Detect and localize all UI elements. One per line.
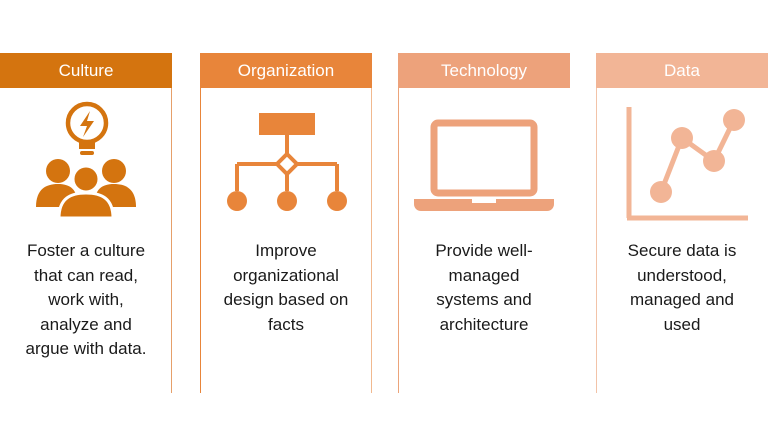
team-lightbulb-icon	[36, 101, 136, 220]
pillar-technology: Technology Provide well- managed systems…	[398, 53, 570, 393]
pillar-title: Technology	[398, 53, 570, 88]
pillar-title: Data	[596, 53, 768, 88]
org-chart-icon	[227, 113, 347, 211]
pillar-border	[200, 88, 372, 393]
pillar-description: Improve organizational design based on f…	[223, 241, 349, 334]
pillar-border	[398, 88, 570, 393]
pillar-description: Provide well- managed systems and archit…	[435, 241, 533, 334]
line-chart-icon	[626, 107, 748, 221]
pillar-border	[596, 88, 768, 393]
laptop-icon	[414, 119, 554, 211]
pillar-title: Organization	[200, 53, 372, 88]
pillar-description: Secure data is understood, managed and u…	[627, 241, 737, 334]
pillar-culture: Culture Foster a culture that can read, …	[0, 53, 172, 393]
pillar-data: Data Secure data is understood, managed …	[596, 53, 768, 393]
pillar-organization: Organization Improve organizational desi…	[200, 53, 372, 393]
pillar-description: Foster a culture that can read, work wit…	[25, 241, 147, 358]
pillar-title: Culture	[0, 53, 172, 88]
pillar-border	[0, 88, 172, 393]
